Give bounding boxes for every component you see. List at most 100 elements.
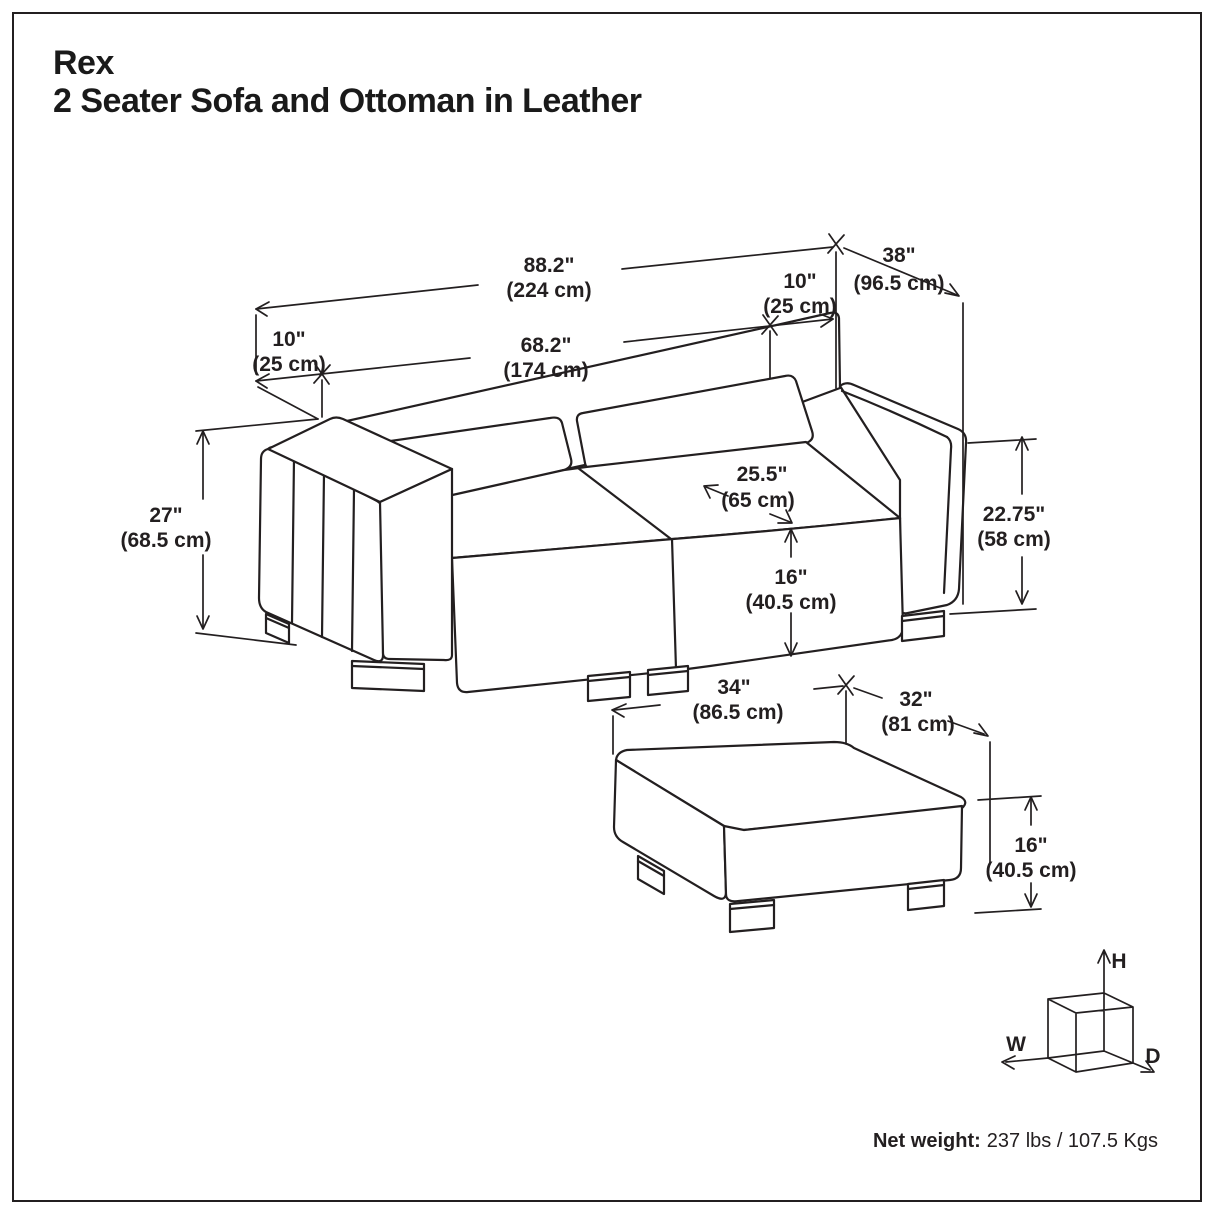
axis-label-height: H [1111,950,1126,973]
ottoman-foot-right-lip [906,883,946,891]
net-weight-value: 237 lbs / 107.5 Kgs [986,1130,1158,1152]
sofa-foot-mid-1-lip [586,675,632,683]
sofa-right-arm-top-edge [840,389,949,439]
ottoman-foot-left-lip [636,859,666,878]
dim-label-seat-depth-in: 25.5" [737,463,788,486]
sofa-dimension-seat-depth: 25.5" (65 cm) [703,463,795,524]
arrow-left-icon [255,301,270,317]
sofa-left-arm-top [266,416,454,504]
dim-label-seat-height-cm: (40.5 cm) [745,591,836,614]
product-name: Rex [53,44,114,82]
dim-label-ottoman-depth-cm: (81 cm) [881,713,955,736]
sofa-foot-right [900,609,946,643]
dim-line [255,246,834,310]
arrow-downright-icon [973,723,989,737]
dim-line [853,687,985,735]
ottoman-foot-center-lip [728,903,776,911]
dim-line [843,247,958,296]
dim-line [255,318,834,382]
axis-key: H W D [1001,949,1161,1073]
dim-label-ottoman-height-cm: (40.5 cm) [985,859,1076,882]
sofa-dimension-arm-height: 22.75" (58 cm) [949,436,1051,615]
sofa-left-arm-channel-3 [350,487,356,653]
arrow-left-icon [255,373,270,389]
arrow-right-icon [819,313,834,328]
dim-label-back-height-in: 27" [149,504,182,527]
ottoman-dimension-height: 16" (40.5 cm) [974,795,1077,914]
dim-label-overall-width-cm: (224 cm) [506,279,591,302]
arrow-down-icon [196,615,210,630]
arrow-downright-icon [777,509,793,524]
dim-label-arm-height-cm: (58 cm) [977,528,1051,551]
extension-line [257,330,771,420]
arrow-up-icon [1024,796,1038,811]
dim-label-arm-right-cm: (25 cm) [763,295,837,318]
dim-label-ottoman-width-cm: (86.5 cm) [692,701,783,724]
dim-label-seat-height-in: 16" [774,566,807,589]
arrow-up-icon [784,528,798,543]
dim-label-ottoman-width-in: 34" [717,676,750,699]
arrow-upleft-icon [703,484,719,499]
sofa-dimension-back-height: 27" (68.5 cm) [120,418,319,646]
extension-line [949,438,1037,615]
arrow-down-icon [1015,590,1029,605]
ottoman-feet [636,854,946,934]
sofa-foot-right-lip [900,614,946,623]
arrow-left-icon [611,703,627,718]
arrow-down-icon [784,642,798,657]
net-weight-label: Net weight: [872,1130,981,1152]
sofa-left-arm-channel-2 [320,471,326,639]
net-weight: Net weight:237 lbs / 107.5 Kgs [873,1130,1158,1153]
dim-label-seat-depth-cm: (65 cm) [721,489,795,512]
sofa-left-arm-channel-1 [290,456,296,625]
dim-label-arm-right-in: 10" [783,270,816,293]
page-border [12,12,1202,1202]
extension-line [974,795,1042,914]
ottoman-drawing [612,740,967,934]
arrow-right-icon [944,283,960,297]
sofa-foot-left-front-lip [350,664,426,671]
arrow-down-icon [1024,893,1038,908]
sofa-drawing [257,311,968,703]
axis-width-arrow-icon [1001,1055,1049,1070]
tick-cross-icon [827,233,845,255]
dim-label-depth-in: 38" [882,244,915,267]
dim-label-depth-cm: (96.5 cm) [853,272,944,295]
axis-label-width: W [1006,1033,1026,1056]
axis-label-depth: D [1145,1045,1160,1068]
dim-label-back-height-cm: (68.5 cm) [120,529,211,552]
sofa-foot-mid-1 [586,670,632,703]
tick-cross-icon [837,674,855,696]
dim-line [705,486,791,523]
dim-label-arm-left-cm: (25 cm) [252,353,326,376]
sofa-foot-mid-2 [646,664,690,697]
arrow-up-icon [196,430,210,445]
sofa-dimension-seat-and-arm-widths: 10" (25 cm) 68.2" (174 cm) 10" (25 cm) [252,270,837,420]
dim-label-arm-height-in: 22.75" [983,503,1046,526]
dim-label-seat-width-cm: (174 cm) [503,359,588,382]
dim-label-ottoman-depth-in: 32" [899,688,932,711]
axis-depth-arrow-icon [1132,1060,1155,1073]
dim-label-overall-width-in: 88.2" [524,254,575,277]
extension-line [612,690,847,755]
dim-line [613,685,844,711]
tick-cross-icon [313,363,331,385]
sofa-foot-left-rear-lip [264,616,291,630]
dim-label-arm-left-in: 10" [272,328,305,351]
sofa-foot-mid-2-lip [646,669,690,677]
product-subtitle: 2 Seater Sofa and Ottoman in Leather [53,82,642,121]
page-title: Rex 2 Seater Sofa and Ottoman in Leather [53,44,642,121]
sofa-seat-top-seam [576,466,673,541]
ottoman-dimension-depth: 32" (81 cm) [853,687,991,865]
axis-height-arrow-icon [1097,949,1111,993]
ottoman-dimension-width: 34" (86.5 cm) [611,674,855,755]
tick-cross-icon [761,314,779,336]
extension-line [255,251,837,389]
dim-label-seat-width-in: 68.2" [521,334,572,357]
sofa-left-arm-front [378,467,454,662]
extension-line [195,418,319,646]
ottoman-front-right-face [722,804,964,903]
sofa-seat-front-seam [670,537,678,671]
